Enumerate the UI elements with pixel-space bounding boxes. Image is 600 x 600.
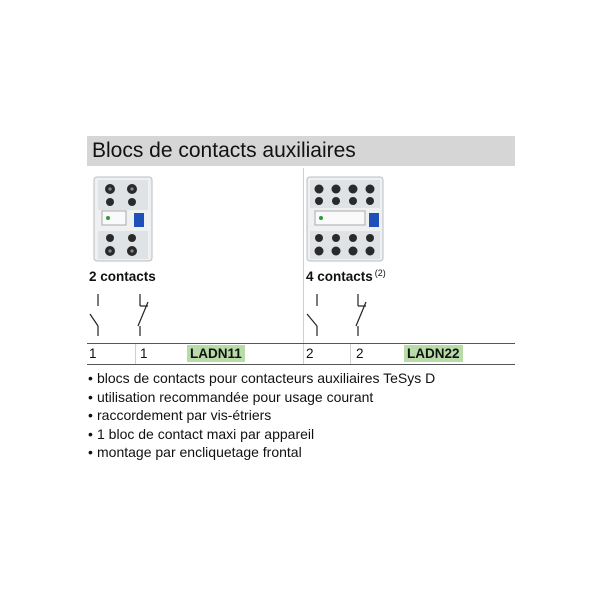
contacts-count-text: 2 contacts [89, 269, 156, 284]
contacts-count-text: 4 contacts [306, 269, 373, 284]
feature-list: •blocs de contacts pour contacteurs auxi… [88, 369, 435, 462]
list-item: •raccordement par vis-étriers [88, 407, 272, 423]
cell-divider [135, 344, 136, 364]
product-image-4-contacts [306, 176, 384, 262]
reference-ladn11: LADN11 [187, 345, 245, 362]
contacts-label-4: 4 contacts(2) [306, 268, 386, 284]
normally-closed-contact-icon [137, 294, 149, 336]
normally-open-contact-icon [306, 294, 318, 336]
section-header: Blocs de contacts auxiliaires [87, 136, 515, 166]
list-item: •utilisation recommandée pour usage cour… [88, 388, 374, 405]
column-divider [303, 168, 304, 365]
cell-divider [350, 344, 351, 364]
value-nc-count-1: 1 [140, 346, 148, 361]
section-title: Blocs de contacts auxiliaires [92, 139, 356, 162]
value-no-count-2: 2 [306, 346, 314, 361]
footnote-ref: (2) [374, 268, 386, 278]
table-top-border [87, 343, 515, 344]
product-image-2-contacts [93, 176, 153, 262]
list-item: •montage par encliquetage frontal [88, 444, 302, 460]
contacts-label-2: 2 contacts [89, 268, 158, 284]
reference-ladn22: LADN22 [404, 345, 463, 362]
normally-open-contact-icon [89, 294, 99, 336]
value-nc-count-2: 2 [356, 346, 364, 361]
normally-closed-contact-icon [355, 294, 367, 336]
list-item: •1 bloc de contact maxi par appareil [88, 425, 315, 442]
list-item: •blocs de contacts pour contacteurs auxi… [88, 370, 436, 386]
value-no-count-1: 1 [89, 346, 97, 361]
table-bottom-border [87, 364, 515, 365]
